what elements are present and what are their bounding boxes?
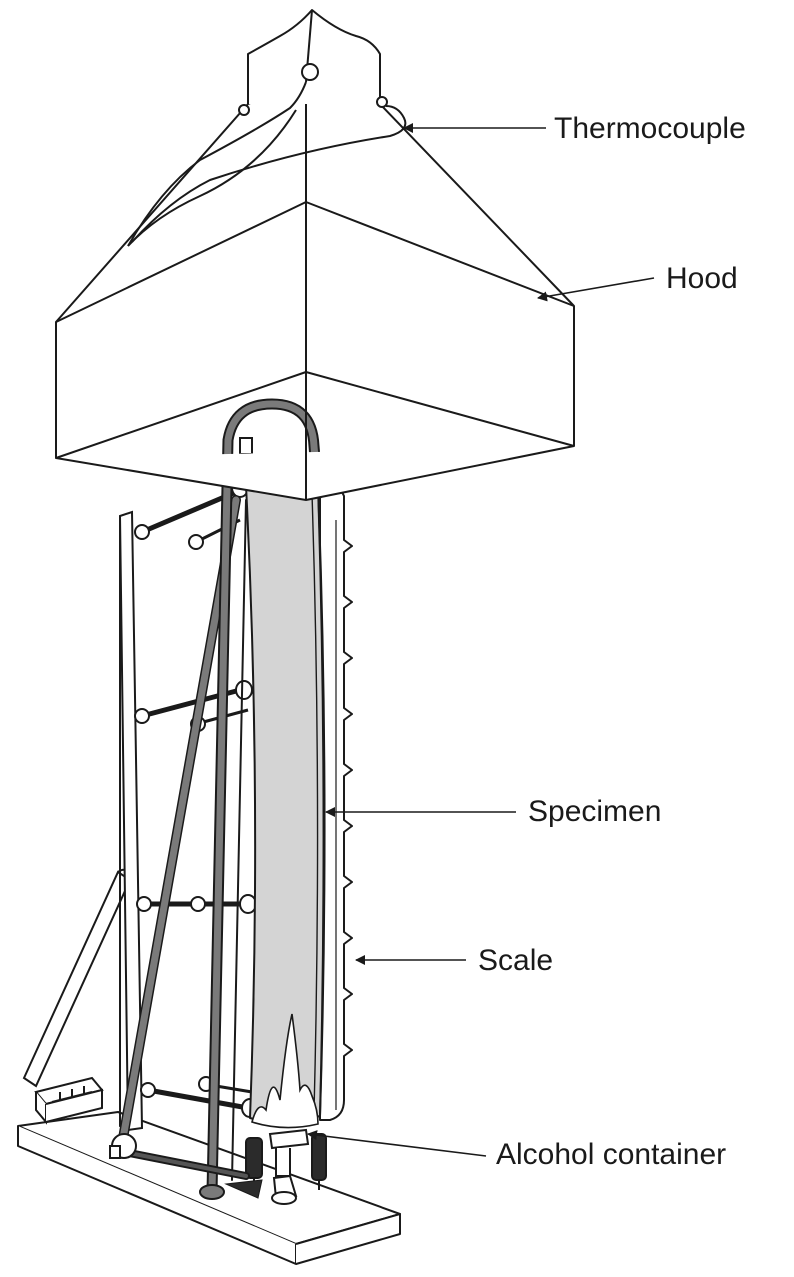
scale-label: Scale xyxy=(478,944,554,977)
igniter-box xyxy=(34,1076,104,1125)
diagonal-rod xyxy=(117,495,241,1149)
thermocouple-wire xyxy=(127,81,407,247)
hood-leader xyxy=(537,277,655,302)
hood xyxy=(55,9,575,501)
thermocouple-label: Thermocouple xyxy=(554,112,746,145)
leader-lines xyxy=(307,123,655,1157)
leaning-brace xyxy=(22,868,133,1088)
burner-cylinders xyxy=(245,1133,327,1192)
scale xyxy=(319,486,353,1121)
alcohol-container xyxy=(268,1128,310,1205)
flames xyxy=(251,1013,319,1129)
base-rod xyxy=(109,1133,263,1200)
specimen-panel xyxy=(245,485,326,1124)
specimen-label: Specimen xyxy=(528,795,662,828)
hood-support-rod xyxy=(206,398,322,1198)
alcohol-container-label: Alcohol container xyxy=(496,1138,727,1171)
hood-label: Hood xyxy=(666,262,738,295)
alcohol-container-leader xyxy=(307,1130,487,1157)
